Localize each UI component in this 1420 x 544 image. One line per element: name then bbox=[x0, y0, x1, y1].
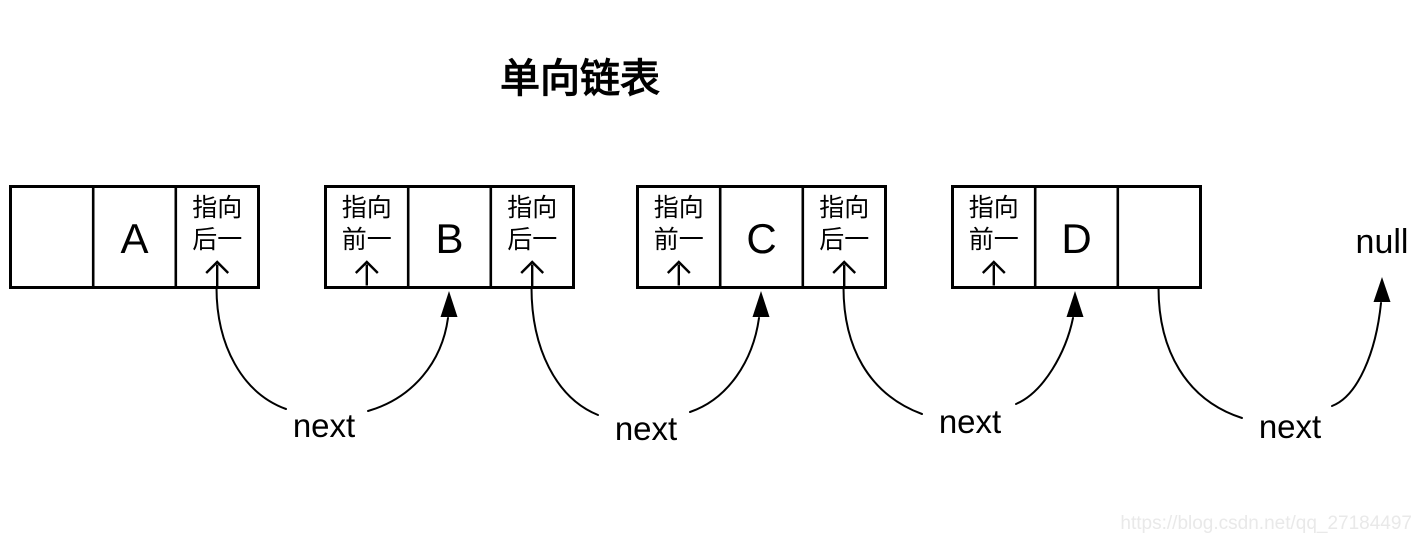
prev-pointer-label-line2: 前一 bbox=[654, 226, 704, 254]
next-curve-left bbox=[842, 286, 923, 415]
up-arrow-icon bbox=[666, 260, 691, 286]
watermark: https://blog.csdn.net/qq_27184497 bbox=[1120, 513, 1412, 534]
node-b: 指向 前一 B 指向 后一 bbox=[324, 185, 575, 289]
next-curve-right bbox=[1331, 302, 1382, 407]
up-arrow-icon bbox=[354, 260, 379, 286]
next-pointer-label-line2: 后一 bbox=[507, 226, 557, 254]
next-pointer-label-line2: 后一 bbox=[192, 226, 242, 254]
next-curve-left bbox=[530, 286, 599, 416]
arrowhead-icon bbox=[752, 291, 770, 317]
up-arrow-icon bbox=[520, 260, 545, 288]
next-pointer-label-line1: 指向 bbox=[507, 194, 557, 222]
next-arrow-b-to-c: next bbox=[530, 286, 770, 447]
prev-pointer-label-line2: 前一 bbox=[342, 226, 392, 254]
up-arrow-icon bbox=[981, 260, 1006, 286]
next-pointer-label-line1: 指向 bbox=[192, 194, 242, 222]
next-curve-left bbox=[1157, 286, 1243, 419]
next-arrow-label: next bbox=[1259, 408, 1321, 445]
next-pointer-label-line1: 指向 bbox=[819, 194, 869, 222]
next-curve-right bbox=[689, 317, 760, 413]
arrowhead-icon bbox=[440, 291, 458, 317]
up-arrow-icon bbox=[832, 260, 857, 288]
next-arrow-label: next bbox=[293, 407, 355, 444]
next-arrow-label: next bbox=[615, 410, 677, 447]
null-terminator-label: null bbox=[1356, 223, 1409, 261]
prev-pointer-label-line1: 指向 bbox=[654, 194, 704, 222]
arrowhead-icon bbox=[1066, 291, 1084, 317]
node-value: C bbox=[746, 215, 776, 262]
prev-pointer-label-line2: 前一 bbox=[969, 226, 1019, 254]
node-c: 指向 前一 C 指向 后一 bbox=[636, 185, 887, 289]
next-curve-right bbox=[367, 317, 449, 412]
up-arrow-icon bbox=[205, 260, 230, 288]
next-curve-right bbox=[1015, 317, 1074, 405]
arrowhead-icon bbox=[1373, 277, 1391, 302]
next-arrow-c-to-d: next bbox=[842, 286, 1084, 440]
node-d: 指向 前一 D bbox=[951, 185, 1202, 289]
next-arrow-a-to-b: next bbox=[215, 286, 458, 444]
node-value: B bbox=[435, 215, 463, 262]
next-arrow-d-to-null: next bbox=[1157, 277, 1391, 445]
next-arrow-label: next bbox=[939, 403, 1001, 440]
next-curve-left bbox=[215, 286, 287, 410]
prev-pointer-label-line1: 指向 bbox=[342, 194, 392, 222]
node-value: D bbox=[1061, 215, 1091, 262]
next-pointer-label-line2: 后一 bbox=[819, 226, 869, 254]
node-value: A bbox=[120, 215, 148, 262]
prev-pointer-label-line1: 指向 bbox=[969, 194, 1019, 222]
node-a: A 指向 后一 bbox=[9, 185, 260, 289]
diagram-title: 单向链表 bbox=[500, 57, 660, 101]
